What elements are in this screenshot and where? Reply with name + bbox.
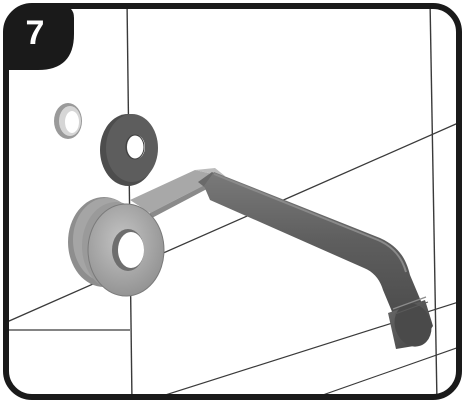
- step-number: 7: [4, 2, 76, 74]
- wall-hole-icon: [54, 103, 82, 139]
